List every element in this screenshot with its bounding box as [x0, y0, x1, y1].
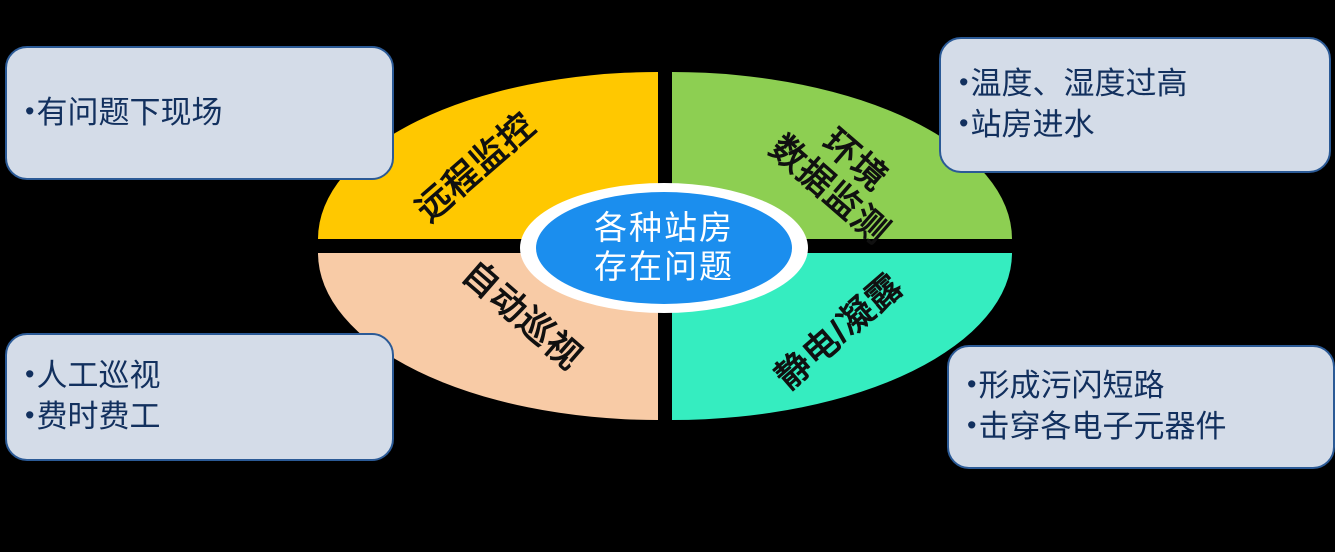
callout-bottom-right-line-2: 击穿各电子元器件	[967, 407, 1317, 448]
callout-bottom-left-line-1: 人工巡视	[25, 356, 376, 397]
callout-top-right-line-1: 温度、湿度过高	[959, 64, 1313, 105]
callout-top-left[interactable]: 有问题下现场	[5, 46, 394, 180]
callout-top-right[interactable]: 温度、湿度过高 站房进水	[939, 37, 1331, 173]
hub-center-label[interactable]: 各种站房 存在问题	[536, 192, 792, 304]
callout-bottom-left-line-2: 费时费工	[25, 397, 376, 438]
callout-bottom-right-line-1: 形成污闪短路	[967, 366, 1317, 407]
hub-line-1: 各种站房	[594, 209, 734, 247]
callout-top-right-line-2: 站房进水	[959, 105, 1313, 146]
callout-top-left-line-1: 有问题下现场	[25, 93, 376, 134]
callout-bottom-right[interactable]: 形成污闪短路 击穿各电子元器件	[947, 345, 1335, 469]
hub-line-2: 存在问题	[594, 248, 734, 285]
callout-bottom-left[interactable]: 人工巡视 费时费工	[5, 333, 394, 461]
